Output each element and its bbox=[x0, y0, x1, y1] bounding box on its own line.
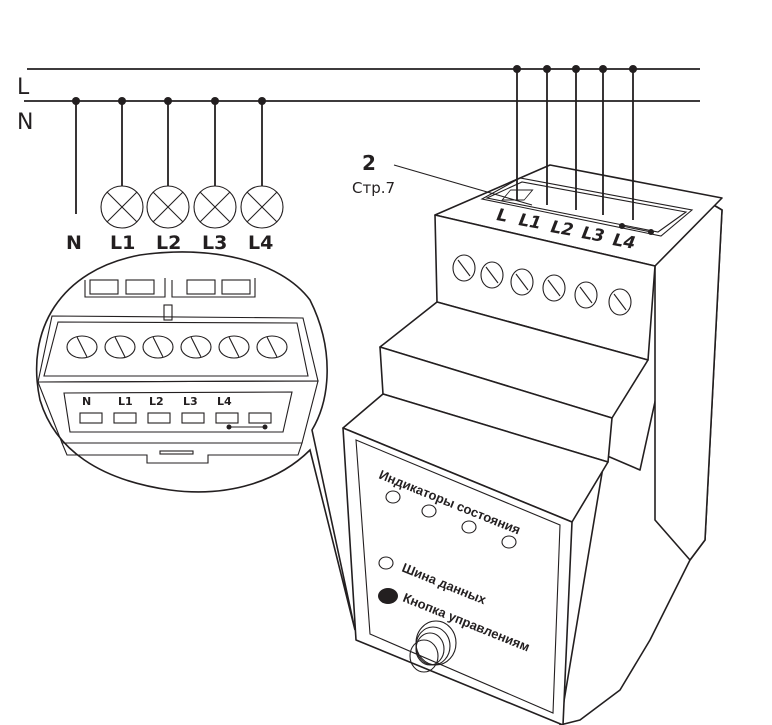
lamp-label-l4: L4 bbox=[248, 232, 273, 254]
screw-icon bbox=[608, 288, 632, 316]
neutral-load-label: N bbox=[66, 232, 82, 254]
inset-label-l2: L2 bbox=[149, 395, 164, 408]
lamp-icon bbox=[146, 185, 190, 229]
inset-terminal-slots bbox=[79, 412, 272, 424]
lamp-label-l2: L2 bbox=[156, 232, 181, 254]
leader-line bbox=[393, 164, 533, 206]
lamp-icon bbox=[100, 185, 144, 229]
magnifier-bubble bbox=[35, 251, 356, 631]
inset-label-l1: L1 bbox=[118, 395, 133, 408]
inset-label-l3: L3 bbox=[183, 395, 198, 408]
device-front-panel bbox=[342, 427, 573, 725]
control-button[interactable] bbox=[378, 588, 398, 604]
relay-device: Индикаторы состояния Шина данных Кнопка … bbox=[342, 164, 723, 725]
status-led-2 bbox=[421, 504, 437, 518]
data-bus-led bbox=[378, 556, 394, 570]
screw-icon bbox=[542, 274, 566, 302]
terminal-label-l3: L3 bbox=[580, 223, 606, 247]
inset-label-n: N bbox=[82, 395, 91, 408]
screw-icon bbox=[452, 254, 476, 282]
inset-label-l4: L4 bbox=[217, 395, 232, 408]
lamp-label-l1: L1 bbox=[110, 232, 135, 254]
lamp-l2 bbox=[146, 97, 190, 229]
screw-icon bbox=[142, 335, 174, 359]
reference-callout: 2 Стр.7 bbox=[352, 151, 533, 206]
neutral-line-label: N bbox=[17, 110, 33, 135]
reference-page: Стр.7 bbox=[352, 179, 395, 197]
magnified-inset: N L1 L2 L3 L4 bbox=[35, 251, 356, 631]
jumper-wire bbox=[621, 225, 652, 233]
lamp-l4 bbox=[240, 97, 284, 229]
screw-icon bbox=[218, 335, 250, 359]
lamp-l1 bbox=[100, 97, 144, 229]
lamp-l3 bbox=[193, 97, 237, 229]
screw-icon bbox=[66, 335, 98, 359]
lamp-label-l3: L3 bbox=[202, 232, 227, 254]
power-bus: L N bbox=[17, 68, 700, 135]
screw-icon bbox=[480, 261, 504, 289]
status-led-4 bbox=[501, 535, 517, 549]
screw-icon bbox=[510, 268, 534, 296]
connector-icon bbox=[409, 620, 457, 673]
top-screws bbox=[452, 254, 632, 316]
phase-line-label: L bbox=[17, 75, 30, 100]
screw-icon bbox=[180, 335, 212, 359]
terminal-label-l1: L1 bbox=[517, 210, 543, 234]
status-led-1 bbox=[385, 490, 401, 504]
screw-icon bbox=[574, 281, 598, 309]
screw-icon bbox=[256, 335, 288, 359]
terminal-label-l4: L4 bbox=[611, 230, 637, 254]
screw-icon bbox=[104, 335, 136, 359]
lamp-icon bbox=[193, 185, 237, 229]
terminal-label-l2: L2 bbox=[549, 217, 575, 241]
load-circuit: N L1 L2 L3 L4 bbox=[66, 97, 284, 254]
inset-screws bbox=[66, 335, 288, 359]
lamp-icon bbox=[240, 185, 284, 229]
reference-number: 2 bbox=[362, 151, 376, 175]
status-led-3 bbox=[461, 520, 477, 534]
terminal-label-l: L bbox=[495, 205, 509, 227]
device-wiring: L L1 L2 L3 L4 bbox=[495, 65, 654, 254]
